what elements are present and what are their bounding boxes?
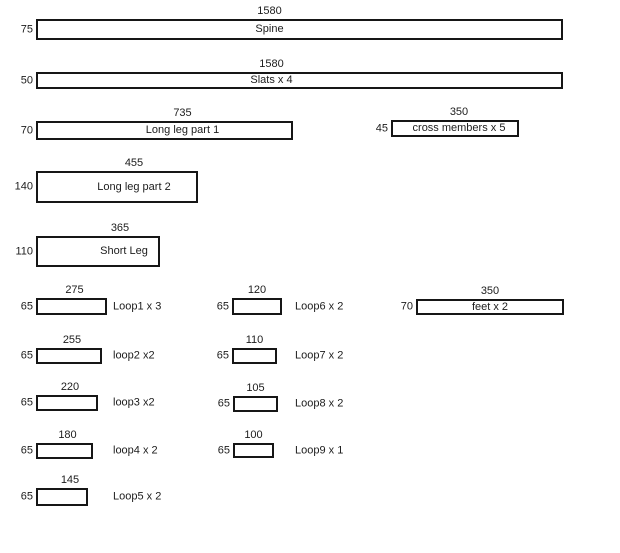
part-box: cross members x 5 <box>391 120 519 137</box>
width-label: 255 <box>62 334 82 346</box>
part-name: Long leg part 1 <box>145 124 220 136</box>
height-label: 70 <box>20 124 33 136</box>
part-box <box>232 348 277 364</box>
width-label: 180 <box>58 429 77 441</box>
height-label: 65 <box>217 397 230 410</box>
part-box <box>36 488 88 506</box>
height-label: 110 <box>15 245 33 257</box>
height-label: 65 <box>20 300 33 312</box>
part-loop3: 220 65 loop3 x2 <box>21 382 155 411</box>
part-name: Long leg part 2 <box>97 180 171 193</box>
width-label: 365 <box>110 222 130 234</box>
part-loop8: 105 65 Loop8 x 2 <box>218 383 343 412</box>
height-label: 70 <box>400 300 413 313</box>
part-name: loop2 x2 <box>113 349 155 362</box>
part-name: loop3 x2 <box>113 396 155 409</box>
part-name: Loop5 x 2 <box>113 490 162 503</box>
width-label: 350 <box>449 106 469 118</box>
width-label: 455 <box>124 157 144 169</box>
height-label: 65 <box>20 349 33 362</box>
height-label: 45 <box>375 122 388 134</box>
width-label: 120 <box>247 284 267 296</box>
part-feet: 350 70 feet x 2 <box>401 286 564 315</box>
part-box <box>36 395 98 411</box>
part-box <box>233 443 274 458</box>
height-label: 65 <box>216 349 229 362</box>
part-box <box>36 443 93 459</box>
part-spine: 1580 75 Spine <box>21 6 563 40</box>
part-box <box>36 348 102 364</box>
part-name: feet x 2 <box>471 300 509 313</box>
width-label: 1580 <box>259 58 284 70</box>
height-label: 65 <box>20 396 33 409</box>
part-slats: 1580 50 Slats x 4 <box>21 59 563 89</box>
part-loop1: 275 65 Loop1 x 3 <box>21 285 161 315</box>
height-label: 65 <box>20 444 33 457</box>
part-loop4: 180 65 loop4 x 2 <box>21 430 158 459</box>
part-long-leg-part-1: 735 70 Long leg part 1 <box>21 108 293 140</box>
part-box: feet x 2 <box>416 299 564 315</box>
part-loop9: 100 65 Loop9 x 1 <box>218 430 343 458</box>
part-box: Short Leg <box>36 236 160 267</box>
height-label: 75 <box>20 23 33 35</box>
part-name: Loop1 x 3 <box>113 300 162 312</box>
height-label: 65 <box>20 490 33 503</box>
part-name: Slats x 4 <box>250 74 293 86</box>
width-label: 275 <box>65 284 84 296</box>
width-label: 350 <box>480 285 500 297</box>
width-label: 100 <box>244 429 263 441</box>
part-cross-members: 350 45 cross members x 5 <box>376 107 519 137</box>
part-name: cross members x 5 <box>412 122 506 134</box>
part-name: Loop7 x 2 <box>295 349 344 362</box>
part-box <box>36 298 107 315</box>
part-box: Long leg part 2 <box>36 171 198 203</box>
part-box: Long leg part 1 <box>36 121 293 140</box>
part-loop7: 110 65 Loop7 x 2 <box>217 335 343 364</box>
width-label: 220 <box>60 381 80 393</box>
width-label: 1580 <box>257 5 282 17</box>
width-label: 105 <box>246 382 265 394</box>
part-box: Slats x 4 <box>36 72 563 89</box>
part-box: Spine <box>36 19 563 40</box>
part-name: Loop6 x 2 <box>295 300 344 312</box>
part-box <box>232 298 282 315</box>
part-loop6: 120 65 Loop6 x 2 <box>217 285 343 315</box>
part-long-leg-part-2: 455 140 Long leg part 2 <box>15 158 198 203</box>
height-label: 65 <box>216 300 229 312</box>
width-label: 145 <box>60 474 80 486</box>
width-label: 110 <box>245 334 264 346</box>
part-name: Spine <box>255 23 284 35</box>
height-label: 50 <box>20 74 33 86</box>
part-box <box>233 396 278 412</box>
part-short-leg: 365 110 Short Leg <box>15 223 160 267</box>
part-loop5: 145 65 Loop5 x 2 <box>21 475 161 506</box>
width-label: 735 <box>173 107 192 119</box>
height-label: 65 <box>217 444 230 456</box>
part-name: loop4 x 2 <box>113 444 158 457</box>
part-loop2: 255 65 loop2 x2 <box>21 335 155 364</box>
part-name: Loop8 x 2 <box>295 397 344 410</box>
part-name: Short Leg <box>100 245 148 257</box>
height-label: 140 <box>14 180 33 193</box>
part-name: Loop9 x 1 <box>295 444 344 456</box>
